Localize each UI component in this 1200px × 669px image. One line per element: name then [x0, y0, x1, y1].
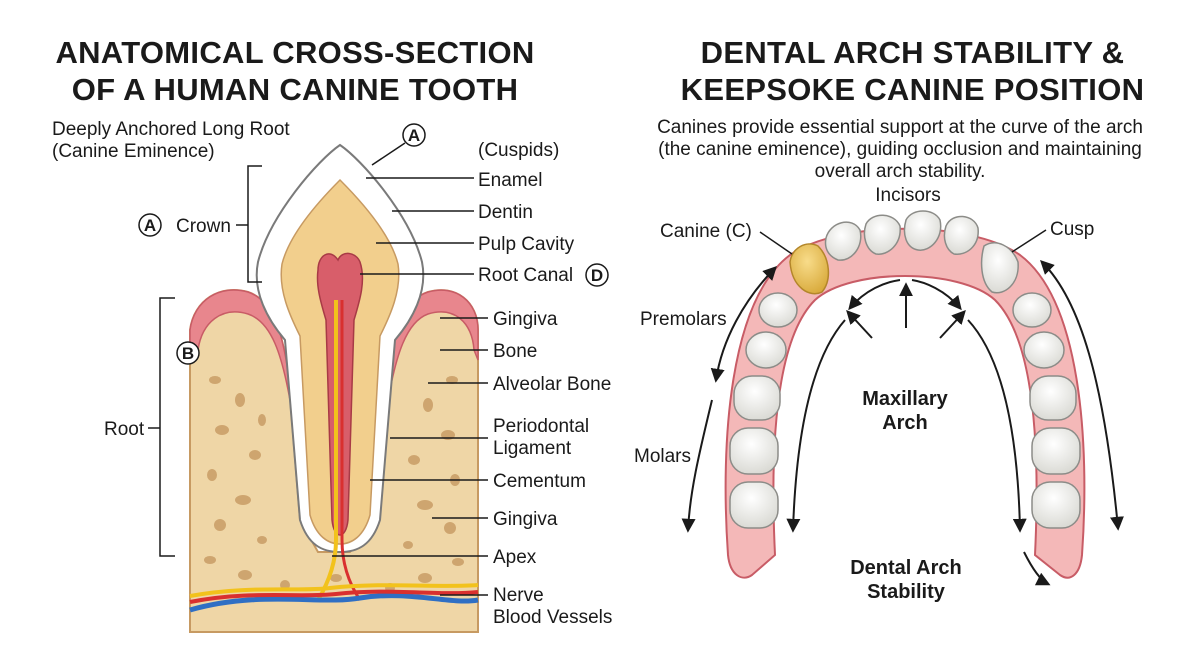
bone-pores	[204, 376, 464, 593]
molar-right-1	[1029, 375, 1077, 421]
apex-label: Apex	[493, 547, 537, 568]
incisor-2	[863, 214, 901, 255]
nerve-yellow	[189, 583, 479, 598]
svg-text:(the canine eminence), guiding: (the canine eminence), guiding occlusion…	[658, 139, 1142, 160]
incisors-label: Incisors	[875, 185, 940, 206]
gingiva-label-lower: Gingiva	[493, 509, 558, 530]
incisor-1	[824, 221, 862, 261]
pulp-cavity-label: Pulp Cavity	[478, 234, 575, 255]
svg-text:Blood Vessels: Blood Vessels	[493, 607, 612, 628]
canine-eminence-note: Deeply Anchored Long Root	[52, 119, 290, 140]
root-vessel	[340, 300, 362, 601]
root-canal-label: Root Canal	[478, 265, 573, 286]
cementum-label: Cementum	[493, 471, 586, 492]
blood-vessel-red	[189, 589, 479, 604]
badge-d	[585, 263, 609, 287]
tooth-cross-section	[189, 143, 479, 633]
svg-text:overall arch stability.: overall arch stability.	[815, 161, 986, 182]
svg-text:B: B	[182, 344, 194, 363]
badge-a-top	[402, 123, 426, 147]
premolar-left-2	[745, 331, 787, 369]
molar-left-3	[729, 481, 779, 529]
outer-arrows	[681, 260, 1124, 586]
root-bracket	[159, 297, 175, 557]
dental-arch-stability-label: Dental Arch	[850, 557, 962, 579]
enamel-label: Enamel	[478, 170, 542, 191]
canine-left	[789, 243, 830, 295]
nerve-label: Nerve	[493, 585, 544, 606]
gingiva-label-top: Gingiva	[493, 309, 558, 330]
crown-label: Crown	[176, 216, 231, 237]
svg-text:A: A	[408, 126, 420, 145]
svg-text:Arch: Arch	[882, 412, 928, 434]
periodontal-ligament-label: Periodontal	[493, 416, 589, 437]
cusp-label: Cusp	[1050, 219, 1094, 240]
premolars-label: Premolars	[640, 309, 727, 330]
molars-label: Molars	[634, 446, 691, 467]
molar-right-2	[1031, 427, 1081, 475]
crown-bracket	[247, 165, 262, 283]
badge-a-crown	[138, 213, 162, 237]
premolar-right-2	[1023, 331, 1065, 369]
molar-right-3	[1031, 481, 1081, 529]
svg-text:Stability: Stability	[867, 581, 946, 603]
left-title: ANATOMICAL CROSS-SECTION OF A HUMAN CANI…	[55, 35, 535, 107]
maxillary-arch-label: Maxillary	[862, 388, 948, 410]
svg-text:Ligament: Ligament	[493, 438, 572, 459]
badge-b	[176, 341, 200, 365]
stability-arrows	[786, 279, 1027, 533]
canine-right	[980, 242, 1019, 294]
bone-label: Bone	[493, 341, 537, 362]
incisor-3	[903, 210, 942, 251]
root-label: Root	[104, 419, 145, 440]
arch-description: Canines provide essential support at the…	[657, 117, 1143, 138]
alveolar-bone-label: Alveolar Bone	[493, 374, 611, 395]
premolar-right-1	[1012, 292, 1052, 328]
cuspids-label: (Cuspids)	[478, 140, 559, 161]
dentin-label: Dentin	[478, 202, 533, 223]
right-title: DENTAL ARCH STABILITY & KEEPSOKE CANINE …	[680, 35, 1145, 107]
molar-left-2	[729, 427, 779, 475]
molar-left-1	[733, 375, 781, 421]
blood-vessel-blue	[189, 593, 479, 613]
canine-label: Canine (C)	[660, 221, 752, 242]
svg-text:(Canine Eminence): (Canine Eminence)	[52, 141, 215, 162]
premolar-left-1	[758, 292, 798, 328]
leader-lines	[332, 177, 488, 596]
svg-text:A: A	[144, 216, 156, 235]
svg-text:D: D	[591, 266, 603, 285]
pulp-cavity	[316, 252, 364, 536]
incisor-4	[943, 215, 979, 255]
